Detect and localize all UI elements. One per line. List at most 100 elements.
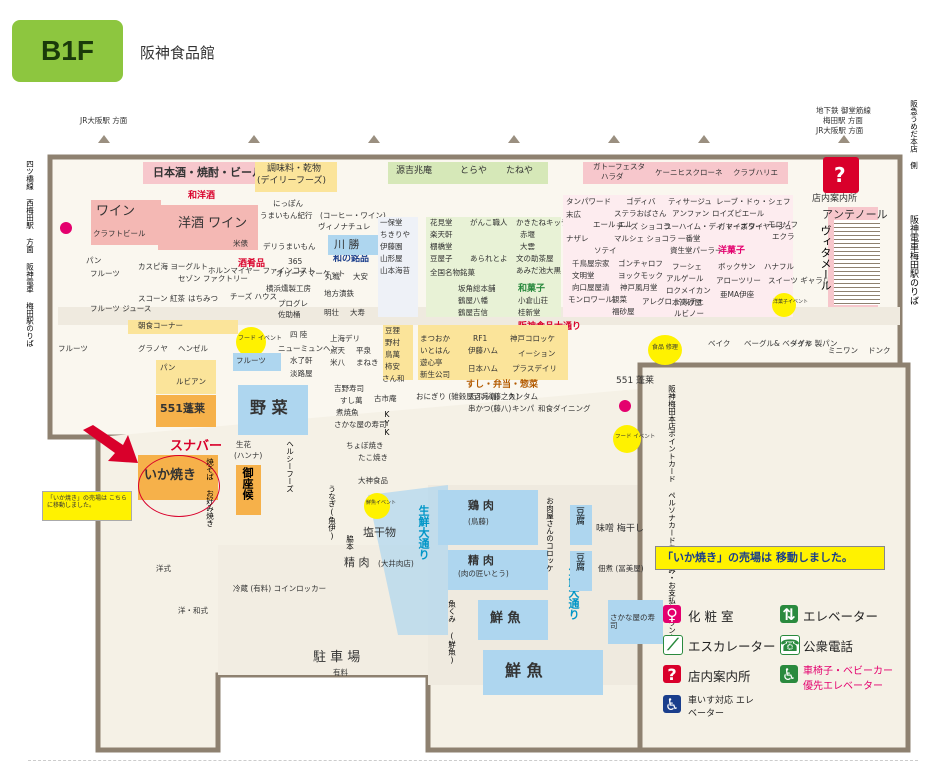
exit-arrow: [248, 135, 260, 143]
shop-cheese2: チーズ ショコラ: [616, 222, 671, 231]
shop-gozasoro[interactable]: 御座候: [236, 465, 261, 515]
shop-miso: 味噌 梅干し: [596, 524, 644, 534]
shop-korokke: お肉屋さんのコロッケ: [545, 497, 555, 572]
shop-551[interactable]: 551蓬莱: [156, 395, 216, 427]
label-seisen: 生鮮大通り: [417, 505, 430, 560]
shop-rakuten: 楽天軒: [430, 230, 453, 239]
shop-yasai[interactable]: 野 菜: [238, 385, 308, 435]
shop-yoshu-wine[interactable]: 洋酒 ワイン: [158, 205, 258, 250]
food-event2-icon: フード イベント: [613, 425, 655, 453]
shop-bunmeido: 文明堂: [572, 271, 595, 280]
shop-toriniku[interactable]: 鶏 肉(鳥藤): [438, 490, 538, 545]
col-ichiboshi: [378, 217, 418, 317]
red-arrow-icon: [83, 425, 138, 463]
shop-hanna: (ハンナ): [234, 451, 263, 460]
shop-seiniku: 精 肉: [344, 556, 370, 569]
shop-wine[interactable]: ワインクラフトビール: [91, 200, 161, 245]
shop-keisha: 桂新堂: [518, 308, 541, 317]
shop-tofu2[interactable]: 豆腐: [570, 551, 592, 591]
shop-kawakatsu[interactable]: 川 勝: [328, 235, 380, 255]
shop-godiva: ゴディバ: [626, 197, 656, 206]
shop-sweets: スイーツ ギャラリー: [768, 276, 838, 285]
shop-sengyo2[interactable]: 鮮 魚: [483, 650, 603, 695]
shop-arosa: アローツリー: [716, 276, 761, 285]
shop-unagi: うなぎ(魚伊): [327, 485, 337, 541]
shop-ume: うまいもん紀行: [260, 211, 313, 220]
toilet-label-m: 洋・和式: [178, 606, 208, 615]
legend-info: 店内案内所: [688, 669, 751, 684]
shop-nippon: にっぽん: [273, 199, 303, 208]
exit-jr-north: JR大阪駅 方面: [80, 116, 128, 125]
info-question-icon[interactable]: ?: [823, 157, 859, 193]
shop-tampa: タンパワード: [566, 197, 611, 206]
shop-bunmei: 文の助茶屋: [516, 254, 554, 263]
shop-gurano: グラノヤ: [138, 344, 168, 353]
shop-wagashi-row[interactable]: 源吉兆庵とらやたねや: [388, 162, 548, 184]
shop-365: 365: [288, 257, 303, 266]
shop-sengyo[interactable]: 鮮 魚: [478, 600, 548, 640]
shop-shiryoku: 四 陸: [290, 330, 308, 339]
shop-ohta: 大安: [353, 272, 368, 281]
exit-arrow: [838, 135, 850, 143]
shop-kimpa: キンパ: [512, 404, 535, 413]
shop-kushi: 串かつ(藤八): [468, 404, 512, 413]
shop-choshoku[interactable]: 朝食コーナー: [128, 320, 238, 334]
shop-senbon: 資生堂パーラー: [670, 246, 723, 255]
shop-ikkyu: 一番堂: [678, 234, 701, 243]
shop-chikiriya: ちきりや: [380, 230, 410, 239]
shop-arare: あられとよ: [470, 254, 508, 263]
shop-yokohama: 横浜燻製工房: [266, 284, 311, 293]
shop-kanaka: 花見堂: [430, 218, 453, 227]
shop-seiniku2[interactable]: 精 肉(肉の匠いとう): [448, 550, 548, 590]
shop-yakisoba: 焼そば お好み焼き: [205, 458, 215, 527]
shop-derica: デリうまいもん: [263, 242, 316, 251]
shop-seasoning[interactable]: 調味料・乾物(デイリーフーズ): [255, 162, 337, 192]
shop-sun: スコーン 紅茶: [138, 294, 186, 303]
shop-sakanaya2[interactable]: さかな屋の寿司: [608, 600, 663, 644]
shop-ogi: 大神食品: [358, 476, 388, 485]
shop-yamamoto: 山本海苔: [380, 266, 410, 275]
legend-toilet: 化 粧 室: [688, 609, 734, 624]
shop-sakanaya: さかな屋の寿司: [334, 420, 387, 429]
shop-toyo-col[interactable]: [383, 325, 413, 380]
shop-daiyasu: 大寿: [350, 308, 365, 317]
shop-mizuno: 水了軒: [290, 356, 313, 365]
shop-kaspi: カスピ海 ヨーグルト: [138, 262, 208, 271]
shop-sofu: 全国名物銘菓: [430, 268, 475, 277]
shop-waki: 脇本: [345, 535, 355, 550]
floor-map: 日本酒・焼酎・ビール 調味料・乾物(デイリーフーズ) 源吉兆庵とらやたねや ガト…: [25, 95, 919, 755]
shop-kobe-ko: 神戸コロッケ: [510, 334, 555, 343]
shop-yogashi-row[interactable]: ガトーフェスタハラダケーニヒスクローネクラブハリエ: [583, 162, 788, 184]
shop-pan-rubian[interactable]: パンルビアン: [156, 360, 216, 394]
shop-hanaful: ハナフル: [764, 262, 794, 271]
shop-hachimitsu: はちみつ: [188, 294, 218, 303]
block-deli: [418, 325, 568, 380]
shop-rubian: ルビアン: [176, 377, 206, 386]
seisen-band: [368, 485, 448, 635]
shop-tako: たこ焼き: [358, 453, 388, 462]
shop-fruits-juice: フルーツ ジュース: [90, 304, 152, 313]
shop-hiraki: 平泉: [356, 346, 371, 355]
shop-nihon: 日本ハム: [468, 364, 498, 373]
shop-matsuoka: まつおか: [420, 334, 450, 343]
shop-honmura: 本高砂屋: [672, 298, 702, 307]
food-shokuhin-icon: 食品 修理: [648, 335, 682, 365]
shop-hanzel: ヘンゼル: [178, 344, 208, 353]
exit-left-mid: 阪神電車 梅田駅のりば: [25, 263, 35, 347]
shop-yamakei: 山形屋: [380, 254, 403, 263]
stairs-right: [834, 220, 880, 305]
shop-tsukudani: 佃煮 (冨美屋): [598, 564, 644, 573]
exit-arrow: [608, 135, 620, 143]
pink-dot-marker: [60, 222, 72, 234]
shop-naze: ナザレ: [566, 234, 589, 243]
shop-tofu[interactable]: 豆腐: [570, 505, 592, 545]
shop-fruits3[interactable]: フルーツ: [233, 353, 281, 371]
shop-yasu: 亜MA伊座: [720, 290, 755, 299]
ika-notice-box: 「いか焼き」の売場は こちらに移動しました。: [42, 491, 132, 521]
shop-seiniku-sub: (大井肉店): [378, 559, 414, 568]
shop-yokumoku: ヨックモック: [618, 271, 663, 280]
shop-kakitane: かきたねキッチン: [516, 218, 576, 227]
shop-toyo: 豆狸: [385, 326, 400, 335]
escalator-icon: ⟋: [663, 635, 683, 655]
wheelchair-icon: ♿: [663, 694, 681, 714]
